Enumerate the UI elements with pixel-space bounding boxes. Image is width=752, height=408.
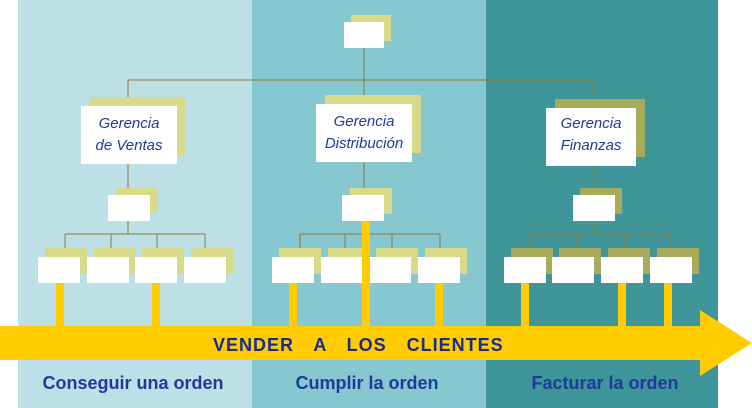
dept-label-distribucion-line2: Distribución: [324, 135, 404, 152]
dept-label-ventas-line2: de Ventas: [95, 137, 163, 154]
dept-label-ventas-line1: Gerencia: [98, 115, 160, 132]
submanager-box-2: [342, 188, 392, 221]
dept-label-distribucion-line1: Gerencia: [333, 113, 395, 130]
dept-box-finanzas: [546, 99, 645, 166]
phase-label-facturar: Facturar la orden: [531, 373, 679, 393]
dept-box-ventas: [81, 97, 185, 164]
process-arrow: [0, 310, 752, 376]
dept-label-finanzas-line1: Gerencia: [560, 115, 622, 132]
process-arrow-label: VENDER A LOS CLIENTES: [213, 335, 504, 355]
dept-box-distribucion: [316, 95, 421, 162]
dept-label-finanzas: Gerencia Finanzas: [541, 113, 641, 157]
submanager-box-3: [573, 188, 622, 221]
dept-label-finanzas-line2: Finanzas: [560, 137, 622, 154]
dept-label-distribucion: Gerencia Distribución: [314, 111, 414, 155]
submanager-box-1: [108, 188, 158, 221]
dept-label-ventas: Gerencia de Ventas: [79, 113, 179, 157]
staff-boxes: [38, 248, 699, 283]
phase-label-conseguir: Conseguir una orden: [42, 373, 224, 393]
yellow-posts: [56, 221, 672, 328]
director-box: [344, 15, 391, 48]
phase-label-cumplir: Cumplir la orden: [295, 373, 439, 393]
